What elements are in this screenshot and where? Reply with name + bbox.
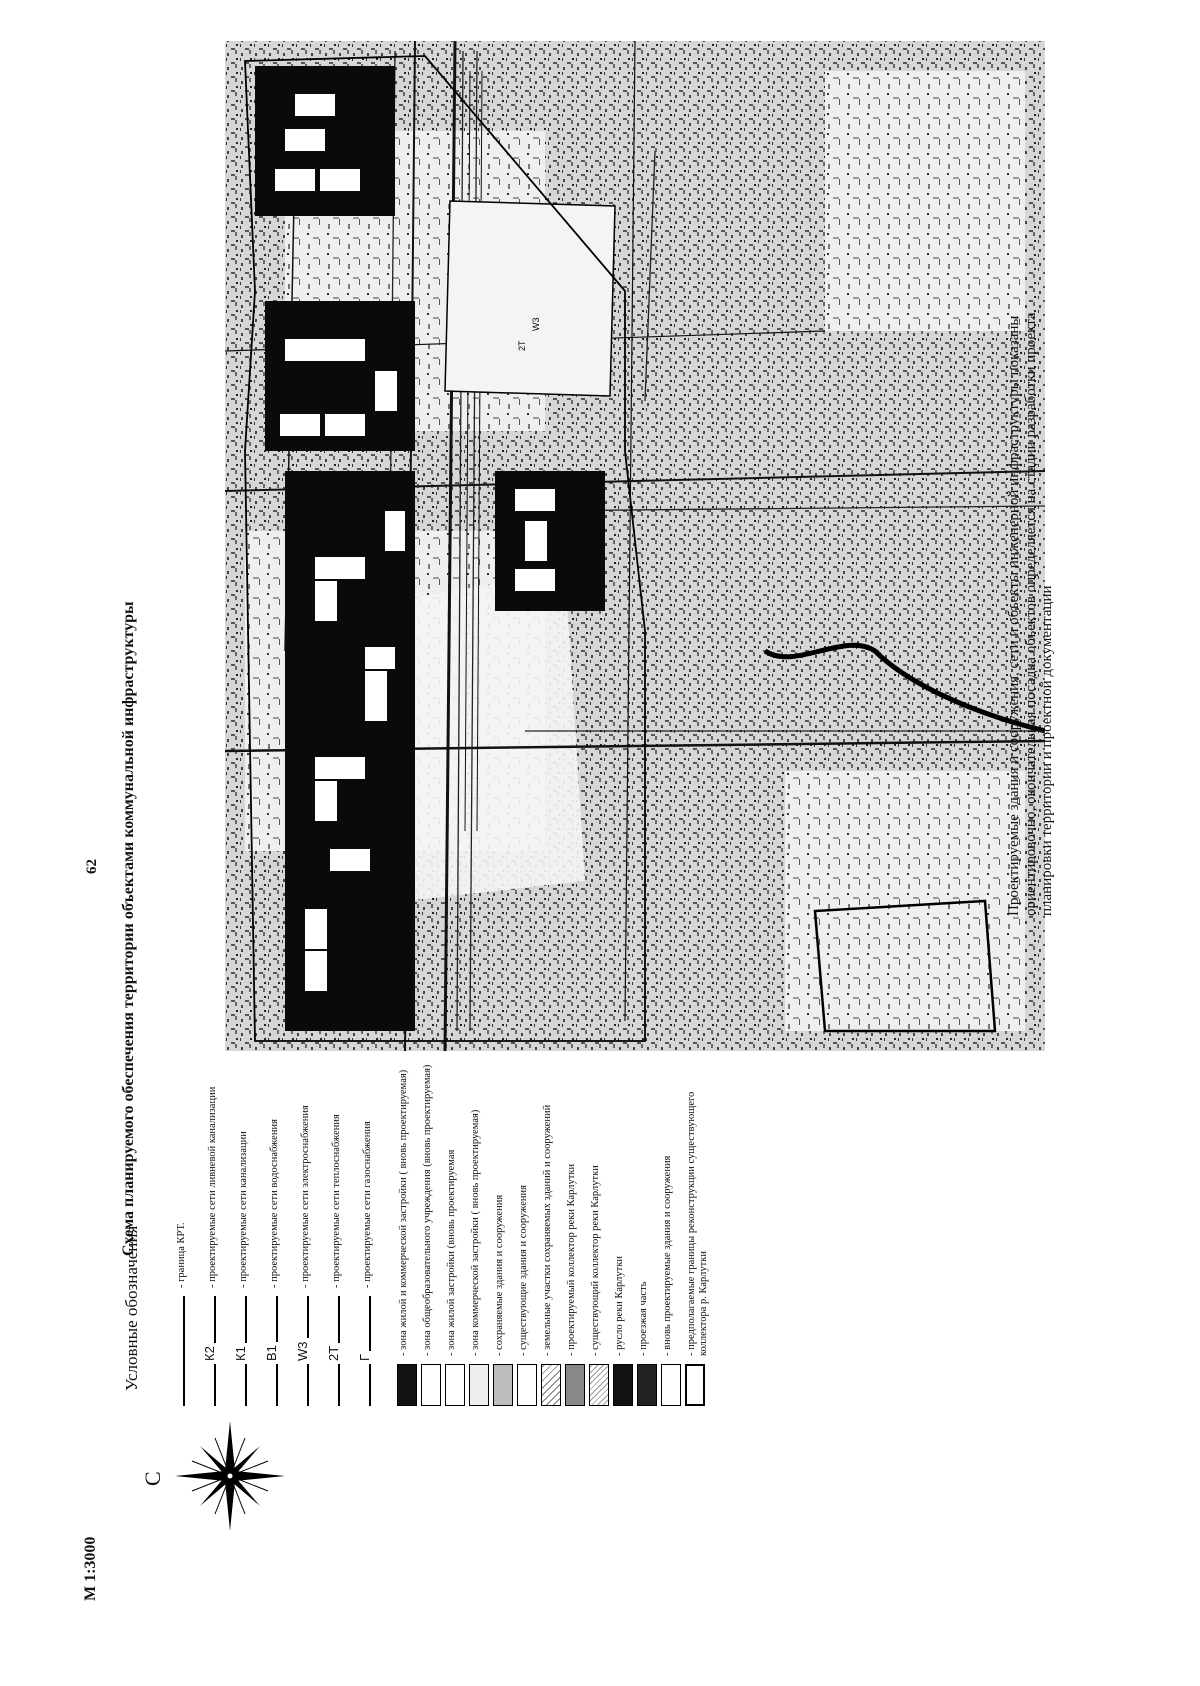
legend-label: - зона коммерческой застройки ( вновь пр… <box>470 1109 481 1356</box>
residential-block <box>265 301 415 451</box>
legend-swatch <box>565 1364 585 1406</box>
legend-label: - проектируемые сети канализации <box>238 1131 249 1288</box>
legend-swatch <box>685 1364 705 1406</box>
legend-swatch <box>421 1364 441 1406</box>
legend-swatch <box>541 1364 561 1406</box>
legend-swatch <box>613 1364 633 1406</box>
note-line: ориентировочно, окончательная посадка об… <box>1022 312 1039 916</box>
note-line: Проектируемые здания и сооружения, сети … <box>1006 315 1022 916</box>
legend-heading: Условные обозначения <box>122 1225 141 1391</box>
legend-label: - русло реки Карлутки <box>614 1256 625 1356</box>
legend-label: коллектора р. Карлутки <box>698 1251 709 1356</box>
disclaimer-note: Проектируемые здания и сооружения, сети … <box>1006 0 1056 916</box>
legend-label: - зона общеобразовательного учреждения (… <box>422 1064 433 1356</box>
north-letter: С <box>140 1471 165 1486</box>
legend-label: - существующие здания и сооружения <box>518 1185 529 1356</box>
legend-swatch <box>493 1364 513 1406</box>
legend-swatch <box>469 1364 489 1406</box>
network-code-label: W3 <box>531 318 541 332</box>
page-number: 62 <box>84 859 100 874</box>
legend-label: - сохраняемые здания и сооружения <box>494 1194 505 1356</box>
river-line <box>763 642 1045 734</box>
legend-code: Г <box>357 1350 372 1364</box>
reconstruction-boundary <box>813 899 997 1033</box>
legend-label: - проектируемые сети ливневой канализаци… <box>207 1086 218 1288</box>
site-map: W3 2Т <box>225 41 1045 1051</box>
legend-label: - проектируемые сети газоснабжения <box>362 1121 373 1288</box>
legend-label: - зона жилой и коммерческой застройки ( … <box>398 1069 409 1356</box>
legend-label: - проектируемые сети теплоснабжения <box>331 1114 342 1288</box>
residential-block <box>255 66 395 216</box>
legend-line-symbol <box>183 1296 185 1406</box>
krt-boundary <box>244 55 646 1042</box>
map-scale: М 1:3000 <box>82 1536 99 1601</box>
legend-code: В1 <box>264 1342 279 1364</box>
legend-swatch <box>517 1364 537 1406</box>
legend-swatch <box>637 1364 657 1406</box>
legend-swatch <box>589 1364 609 1406</box>
legend-label: - зона жилой застройки (вновь проектируе… <box>446 1149 457 1356</box>
legend-swatch <box>397 1364 417 1406</box>
residential-block <box>285 471 415 1031</box>
legend-label: - проектируемые сети водоснабжения <box>269 1119 280 1288</box>
legend-label: - проектируемый коллектор реки Карлутки <box>566 1163 577 1356</box>
legend-label: - вновь проектируемые здания и сооружени… <box>662 1155 673 1356</box>
legend-code: 2Т <box>326 1342 341 1364</box>
legend-code: W3 <box>295 1338 310 1364</box>
legend-label: - предполагаемые границы реконструкции с… <box>686 1091 697 1356</box>
page-title: Схема планируемого обеспечения территори… <box>120 601 137 1256</box>
legend-label: - существующий коллектор реки Карлутки <box>590 1165 601 1356</box>
legend-label: - граница КРТ. <box>176 1222 187 1288</box>
legend-swatch <box>445 1364 465 1406</box>
legend-swatch <box>661 1364 681 1406</box>
note-line: планировки территории и проектной докуме… <box>1039 585 1055 916</box>
network-code-label: 2Т <box>517 340 527 351</box>
compass-rose-icon <box>175 1421 285 1531</box>
legend-label: - земельные участки сохраняемых зданий и… <box>542 1104 553 1356</box>
legend-code: К1 <box>233 1343 248 1364</box>
legend-label: - проезжая часть <box>638 1281 649 1356</box>
legend-code: К2 <box>202 1343 217 1364</box>
residential-block <box>495 471 605 611</box>
legend-label: - проектируемые сети электроснабжения <box>300 1105 311 1288</box>
school-zone <box>444 200 616 397</box>
